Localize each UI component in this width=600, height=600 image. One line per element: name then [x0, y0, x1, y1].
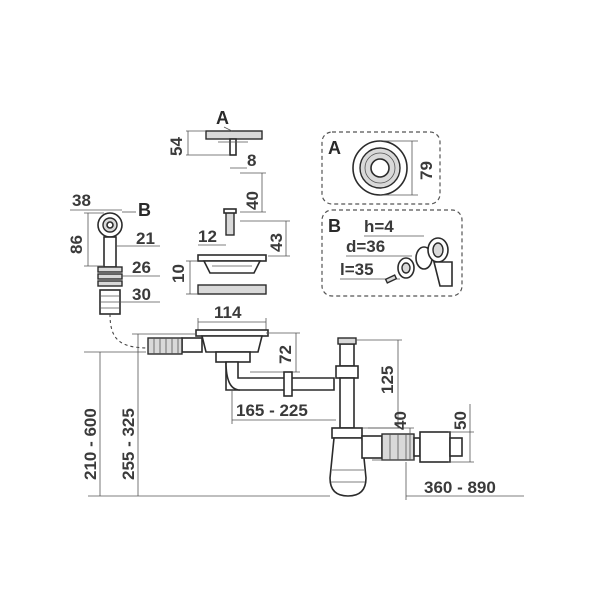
label-b-side: B: [138, 200, 151, 220]
dim-360-890: 360 - 890: [424, 478, 496, 497]
spec-l: l=35: [340, 260, 374, 279]
screw-part: [223, 208, 237, 236]
dim-165-225: 165 - 225: [236, 401, 308, 420]
dim-12: 12: [198, 227, 217, 246]
drain-pipe: [225, 361, 335, 397]
dim-72: 72: [276, 345, 295, 364]
spec-d: d=36: [346, 237, 385, 256]
overflow-hose-part: [97, 236, 123, 315]
dim-38: 38: [72, 191, 91, 210]
detail-a-box: [321, 131, 441, 205]
bottle-trap: [329, 427, 463, 497]
strainer-disc-part: [205, 130, 263, 156]
dim-10: 10: [169, 264, 188, 283]
dim-21: 21: [136, 229, 155, 248]
label-a-top: A: [216, 108, 229, 128]
dim-255-325: 255 - 325: [119, 408, 138, 480]
label-a-box: A: [328, 138, 341, 158]
vent-standpipe: [335, 337, 359, 429]
dim-43: 43: [267, 233, 286, 252]
strainer-basket-part: [197, 254, 267, 274]
dim-54: 54: [167, 137, 186, 156]
detail-a-strainer-top-view: [352, 140, 408, 196]
main-drain-body: [147, 329, 269, 363]
dim-79: 79: [417, 161, 436, 180]
dim-40-top: 40: [243, 191, 262, 210]
dim-26: 26: [132, 258, 151, 277]
dim-210-600: 210 - 600: [81, 408, 100, 480]
overflow-grille-part: [97, 212, 123, 238]
overflow-hose-route: [109, 313, 151, 349]
detail-b-box: [321, 209, 463, 297]
dim-125: 125: [378, 366, 397, 394]
dim-114: 114: [214, 303, 242, 322]
dim-8: 8: [247, 151, 256, 170]
spec-h: h=4: [364, 217, 394, 236]
dim-40-mid: 40: [391, 411, 410, 430]
gasket-part: [197, 284, 267, 295]
dim-30: 30: [132, 285, 151, 304]
dim-50: 50: [451, 411, 470, 430]
dim-86: 86: [67, 235, 86, 254]
detail-b-overflow-parts: [384, 237, 453, 287]
label-b-box: B: [328, 216, 341, 236]
